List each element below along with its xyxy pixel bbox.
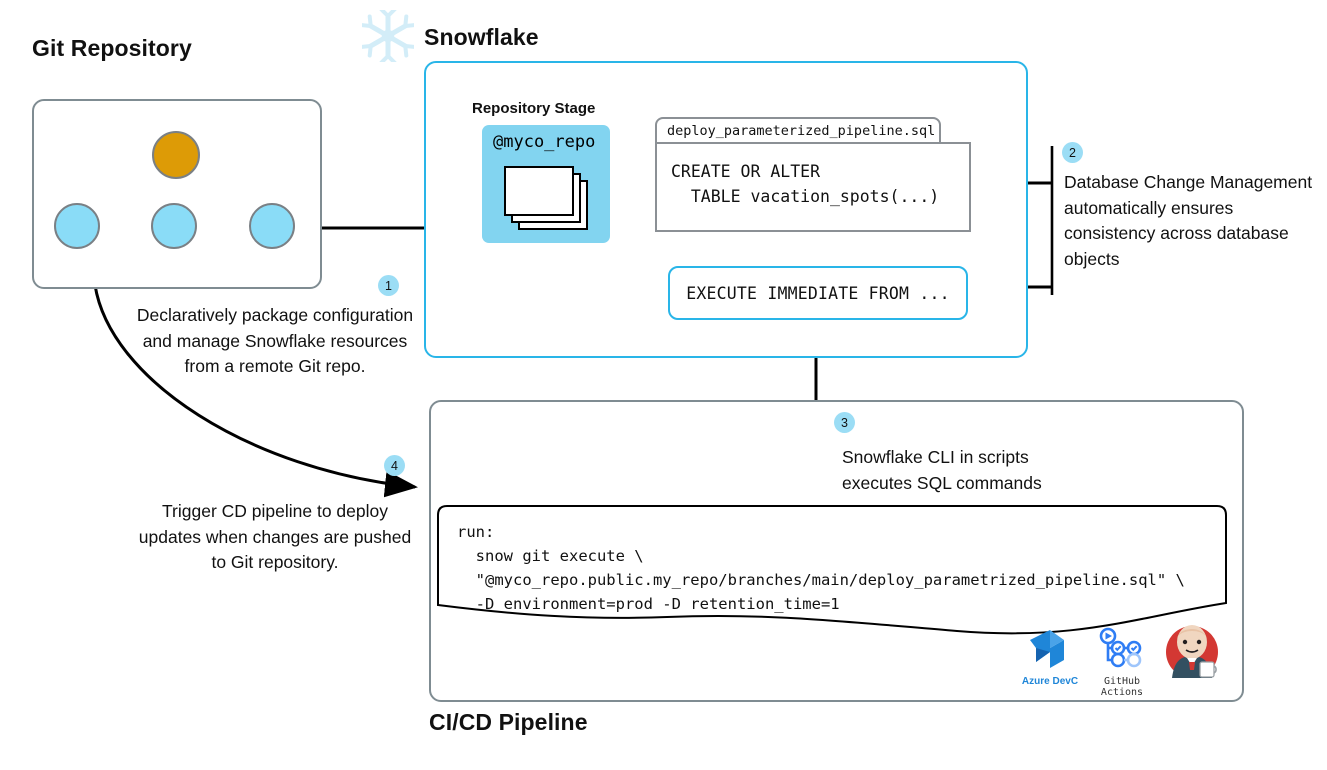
snowflake-title: Snowflake <box>424 24 539 50</box>
sql-file-name: deploy_parameterized_pipeline.sql <box>667 122 936 139</box>
execute-immediate-box[interactable]: EXECUTE IMMEDIATE FROM ... <box>668 266 968 320</box>
callout-1-badge: 1 <box>378 275 399 296</box>
snowflake-logo-icon <box>362 10 414 62</box>
repository-stage-tile[interactable]: @myco_repo <box>482 125 610 243</box>
github-actions-icon <box>1099 627 1142 668</box>
callout-3-badge: 3 <box>834 412 855 433</box>
git-repository-title: Git Repository <box>32 35 192 61</box>
sql-file-code: CREATE OR ALTER TABLE vacation_spots(...… <box>671 162 940 206</box>
azure-devops-icon <box>1030 630 1064 668</box>
callout-2-text: Database Change Management automatically… <box>1064 172 1313 269</box>
script-card-shape[interactable] <box>437 505 1227 635</box>
script-card-code: run: snow git execute \ "@myco_repo.publ… <box>457 523 1185 613</box>
callout-1-text: Declaratively package configuration and … <box>136 305 414 376</box>
logo-azure-devops[interactable]: Azure DevC <box>1018 626 1082 687</box>
execute-immediate-label: EXECUTE IMMEDIATE FROM ... <box>686 283 950 303</box>
sql-file-tab[interactable]: deploy_parameterized_pipeline.sql <box>655 117 941 142</box>
git-commit-node-2 <box>151 203 197 249</box>
sql-file-body[interactable]: CREATE OR ALTER TABLE vacation_spots(...… <box>655 142 971 232</box>
logo-github-actions[interactable]: GitHub Actions <box>1090 626 1154 698</box>
github-actions-caption: GitHub Actions <box>1100 676 1144 698</box>
callout-3-text: Snowflake CLI in scripts executes SQL co… <box>842 447 1042 493</box>
logo-jenkins[interactable] <box>1160 622 1224 686</box>
file-stack-icon <box>504 166 594 232</box>
git-commit-node-3 <box>249 203 295 249</box>
callout-2-badge: 2 <box>1062 142 1083 163</box>
git-commit-node-1 <box>54 203 100 249</box>
callout-4-text: Trigger CD pipeline to deploy updates wh… <box>138 501 412 572</box>
repository-stage-title: Repository Stage <box>472 100 596 117</box>
git-branch-node <box>152 131 200 179</box>
cicd-pipeline-title: CI/CD Pipeline <box>429 709 588 735</box>
stage-name-label: @myco_repo <box>493 132 596 152</box>
callout-4-badge: 4 <box>384 455 405 476</box>
jenkins-icon <box>1166 625 1218 678</box>
git-repository-box <box>32 99 322 289</box>
azure-devops-caption: Azure DevC <box>1021 676 1079 687</box>
